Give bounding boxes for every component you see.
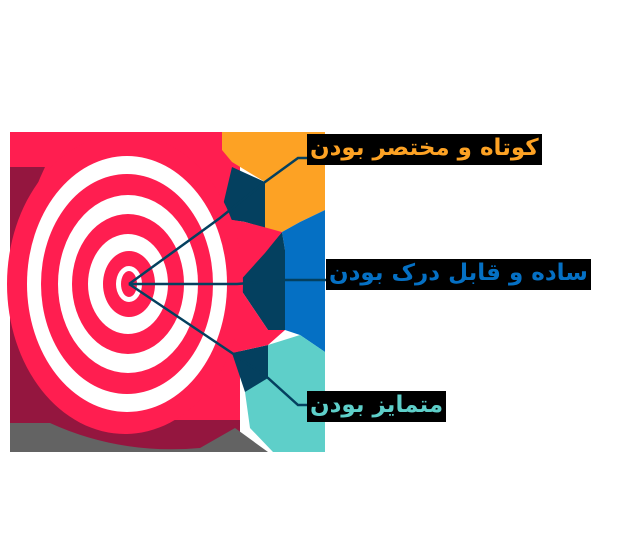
line-to-item-2 (129, 278, 326, 286)
target-rings (7, 134, 243, 434)
ground-shape (10, 423, 268, 452)
connector-facet-top (220, 167, 265, 228)
line-to-item-3 (128, 282, 308, 407)
connector-lines (128, 156, 326, 407)
label-short-concise: کوتاه و مختصر بودن (307, 134, 542, 165)
line-to-item-1 (128, 156, 308, 286)
connector-facet-bottom (232, 345, 268, 392)
label-simple-understandable: ساده و قابل درک بودن (326, 259, 591, 290)
label-distinctive: متمایز بودن (307, 391, 447, 422)
